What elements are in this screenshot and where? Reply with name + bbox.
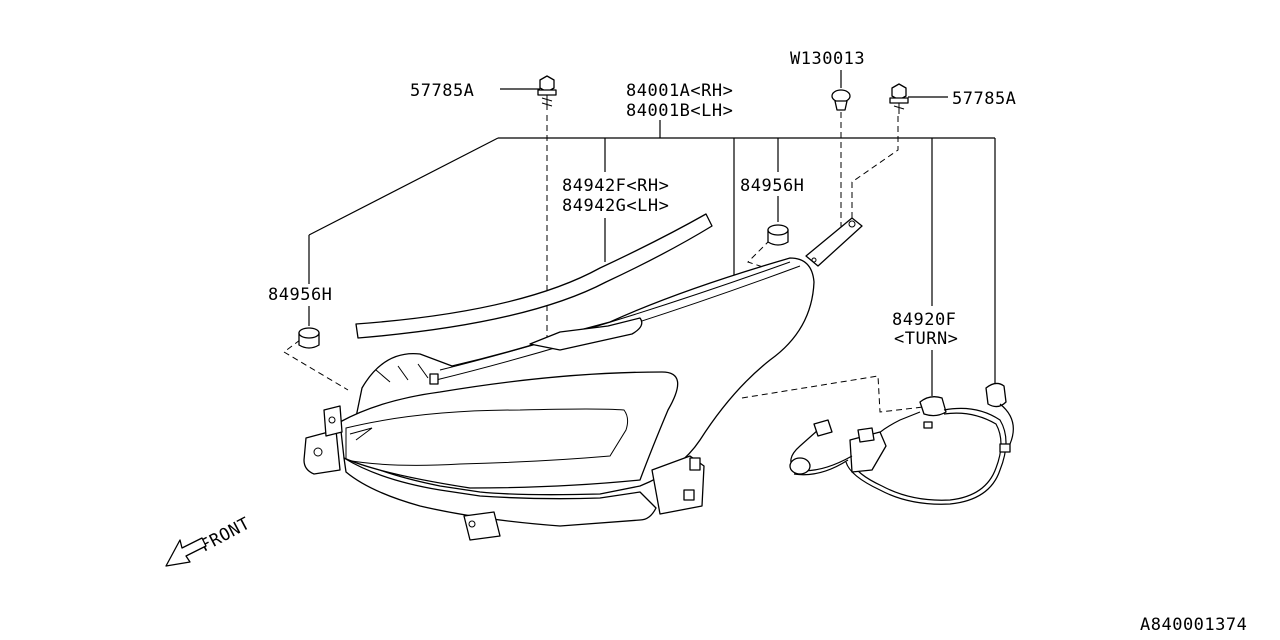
bushing-84956h-mid-icon — [767, 224, 789, 246]
turn-socket-harness-icon — [789, 382, 1014, 505]
seal-strip-84942-icon — [355, 213, 713, 339]
label-57785a-right: 57785A — [952, 89, 1016, 109]
label-front: FRONT — [197, 514, 254, 557]
label-84001b: 84001B<LH> — [626, 101, 733, 121]
clip-w130013-icon — [831, 89, 851, 111]
headlamp-assembly-icon — [303, 217, 863, 541]
label-84942g: 84942G<LH> — [562, 196, 669, 216]
label-84942f: 84942F<RH> — [562, 176, 669, 196]
label-57785a-left: 57785A — [410, 81, 474, 101]
label-84956h-mid: 84956H — [740, 176, 804, 196]
label-diagram-id: A840001374 — [1140, 615, 1247, 635]
front-direction-arrow-icon — [165, 537, 207, 567]
leader-lines — [308, 70, 996, 396]
label-84001a: 84001A<RH> — [626, 81, 733, 101]
label-84920f: 84920F — [892, 310, 956, 330]
screw-57785a-left-icon — [537, 75, 557, 110]
label-84956h-left: 84956H — [268, 285, 332, 305]
label-turn: <TURN> — [894, 329, 958, 349]
assembly-dashed-lines — [283, 112, 933, 413]
label-w130013: W130013 — [790, 49, 865, 69]
bushing-84956h-left-icon — [298, 327, 320, 349]
screw-57785a-right-icon — [889, 83, 909, 114]
